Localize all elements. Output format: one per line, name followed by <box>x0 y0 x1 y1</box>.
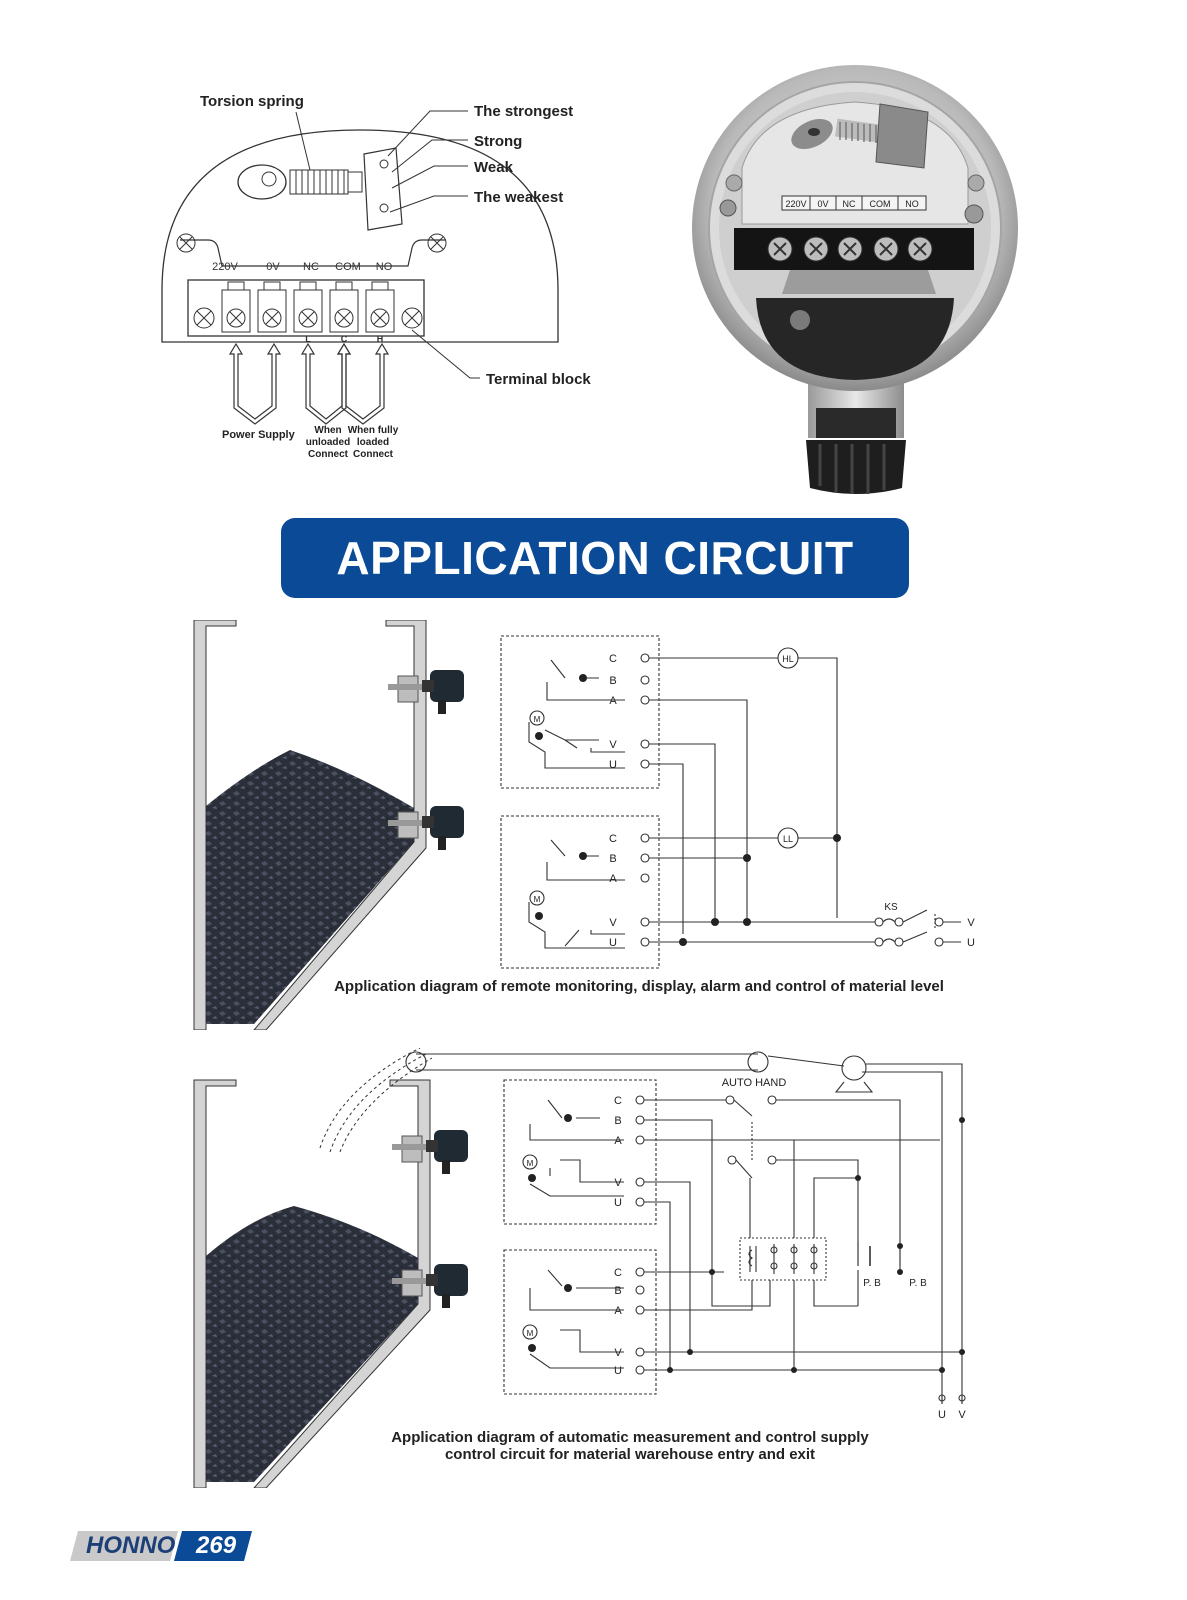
push-button-label: P. B <box>909 1278 927 1289</box>
strongest-label: The strongest <box>474 103 574 120</box>
circuit1-caption: Application diagram of remote monitoring… <box>334 978 944 995</box>
v-supply-label: V <box>967 917 975 929</box>
u-supply-label: U <box>967 937 975 949</box>
terminal-v: V <box>614 1347 622 1359</box>
screw-icon <box>427 233 447 253</box>
motor-label: M <box>534 895 541 904</box>
loaded-label: When fully loaded Connect <box>347 425 399 460</box>
motor-label: M <box>534 715 541 724</box>
terminal-block-label: Terminal block <box>486 371 591 388</box>
ll-lamp-label: LL <box>783 834 793 844</box>
terminal-block <box>187 279 425 337</box>
terminal-b: B <box>614 1285 621 1297</box>
circuit-diagram-1: C B A V U C B A V U HL LL KS V U M M <box>500 635 975 969</box>
footer-brand <box>70 1531 252 1561</box>
terminal-a: A <box>614 1305 622 1317</box>
hl-lamp-label: HL <box>782 654 794 664</box>
ks-label: KS <box>884 902 898 913</box>
terminal-label: 220V <box>212 261 238 273</box>
level-sensor <box>388 670 464 714</box>
pin-letter: L <box>305 334 311 344</box>
terminal-a: A <box>614 1135 622 1147</box>
terminal-diagram: 220V 0V NC COM NO L C H <box>161 110 559 425</box>
motor-label: M <box>527 1329 534 1338</box>
level-sensor <box>392 1130 468 1174</box>
circuit2-caption: Application diagram of automatic measure… <box>391 1429 869 1463</box>
terminal-a: A <box>609 873 617 885</box>
strong-label: Strong <box>474 133 523 150</box>
silo-diagram-2 <box>193 1048 468 1488</box>
level-sensor <box>388 806 464 850</box>
pin-letter: H <box>377 334 384 344</box>
pin-letter: C <box>341 334 348 344</box>
terminal-v: V <box>614 1177 622 1189</box>
terminal-u: U <box>609 759 617 771</box>
weak-label: Weak <box>474 159 513 176</box>
motor-label: M <box>527 1159 534 1168</box>
power-supply-label: Power Supply <box>222 429 295 441</box>
terminal-b: B <box>614 1115 621 1127</box>
level-sensor <box>392 1264 468 1308</box>
terminal-c: C <box>609 833 617 845</box>
terminal-u: U <box>614 1365 622 1377</box>
terminal-c: C <box>614 1095 622 1107</box>
terminal-label: NO <box>376 261 393 273</box>
photo-terminal-label: 220V <box>785 199 806 209</box>
photo-terminal-label: COM <box>870 199 891 209</box>
terminal-b: B <box>609 675 616 687</box>
terminal-u: U <box>609 937 617 949</box>
terminal-label: 0V <box>266 261 280 273</box>
terminal-a: A <box>609 695 617 707</box>
terminal-c: C <box>614 1267 622 1279</box>
terminal-v: V <box>609 917 617 929</box>
photo-terminal-label: NO <box>905 199 919 209</box>
u-supply-label: U <box>938 1409 946 1421</box>
footer-page-number: 269 <box>196 1532 237 1559</box>
terminal-c: C <box>609 653 617 665</box>
footer-brand-name: HONNO <box>86 1532 176 1559</box>
terminal-v: V <box>609 739 617 751</box>
torsion-spring-coil <box>289 169 349 195</box>
circuit-diagram-2: AUTO HAND C B A V U C B A V U P. B P. B … <box>405 1051 966 1421</box>
silo-diagram-1 <box>193 620 464 1030</box>
screw-icon <box>176 233 196 253</box>
device-photo: 220V 0V NC COM NO <box>692 65 1018 494</box>
auto-hand-label: AUTO HAND <box>722 1077 787 1089</box>
terminal-u: U <box>614 1197 622 1209</box>
terminal-label: COM <box>335 261 361 273</box>
weakest-label: The weakest <box>474 189 564 206</box>
terminal-b: B <box>609 853 616 865</box>
terminal-label: NC <box>303 261 319 273</box>
banner-title: APPLICATION CIRCUIT <box>336 532 854 584</box>
push-button-label: P. B <box>863 1278 881 1289</box>
application-circuit-banner: APPLICATION CIRCUIT <box>281 518 909 598</box>
torsion-spring-label: Torsion spring <box>200 93 304 110</box>
unloaded-label: When unloaded Connect <box>305 425 351 460</box>
v-supply-label: V <box>958 1409 966 1421</box>
photo-terminal-label: NC <box>843 199 856 209</box>
photo-terminal-label: 0V <box>817 199 828 209</box>
